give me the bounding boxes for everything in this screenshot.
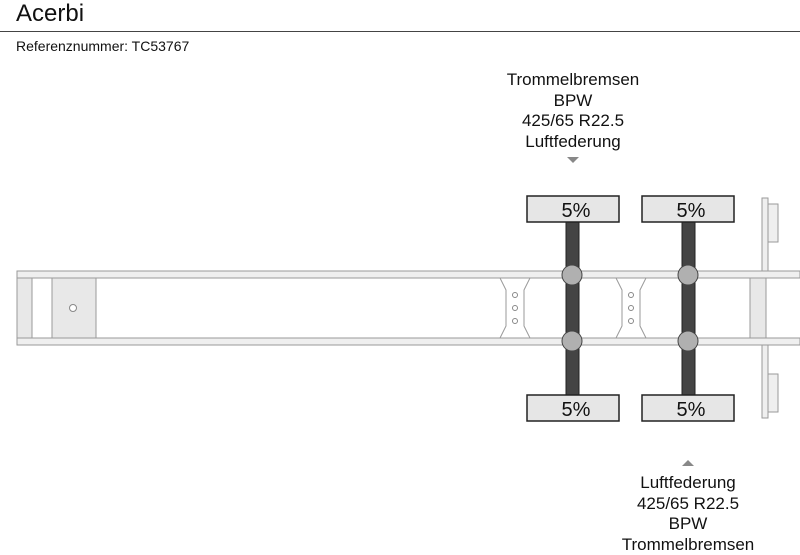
hanger-bolt	[513, 306, 518, 311]
rear-bumper	[750, 278, 766, 338]
axle-beam-2	[682, 222, 695, 395]
rear-light-bracket-top	[762, 198, 768, 271]
front-bulkhead	[17, 278, 32, 338]
tire-wear-axle-2-right: 5%	[677, 399, 706, 421]
axle-hub-2-top	[678, 265, 698, 285]
axle-hub-1-top	[562, 265, 582, 285]
kingpin-icon	[70, 305, 77, 312]
hanger-bolt	[629, 293, 634, 298]
tire-wear-axle-1-right: 5%	[562, 399, 591, 421]
hanger-bolt	[629, 319, 634, 324]
rear-light-bottom	[768, 374, 778, 412]
tire-wear-axle-2-left: 5%	[677, 200, 706, 222]
axle-hub-1-bottom	[562, 331, 582, 351]
axle-beam-1	[566, 222, 579, 395]
hanger-bolt	[629, 306, 634, 311]
hanger-bolt	[513, 293, 518, 298]
tire-wear-axle-1-left: 5%	[562, 200, 591, 222]
rear-light-top	[768, 204, 778, 242]
hanger-bolt	[513, 319, 518, 324]
axle-hub-2-bottom	[678, 331, 698, 351]
rear-light-bracket-bottom	[762, 345, 768, 418]
